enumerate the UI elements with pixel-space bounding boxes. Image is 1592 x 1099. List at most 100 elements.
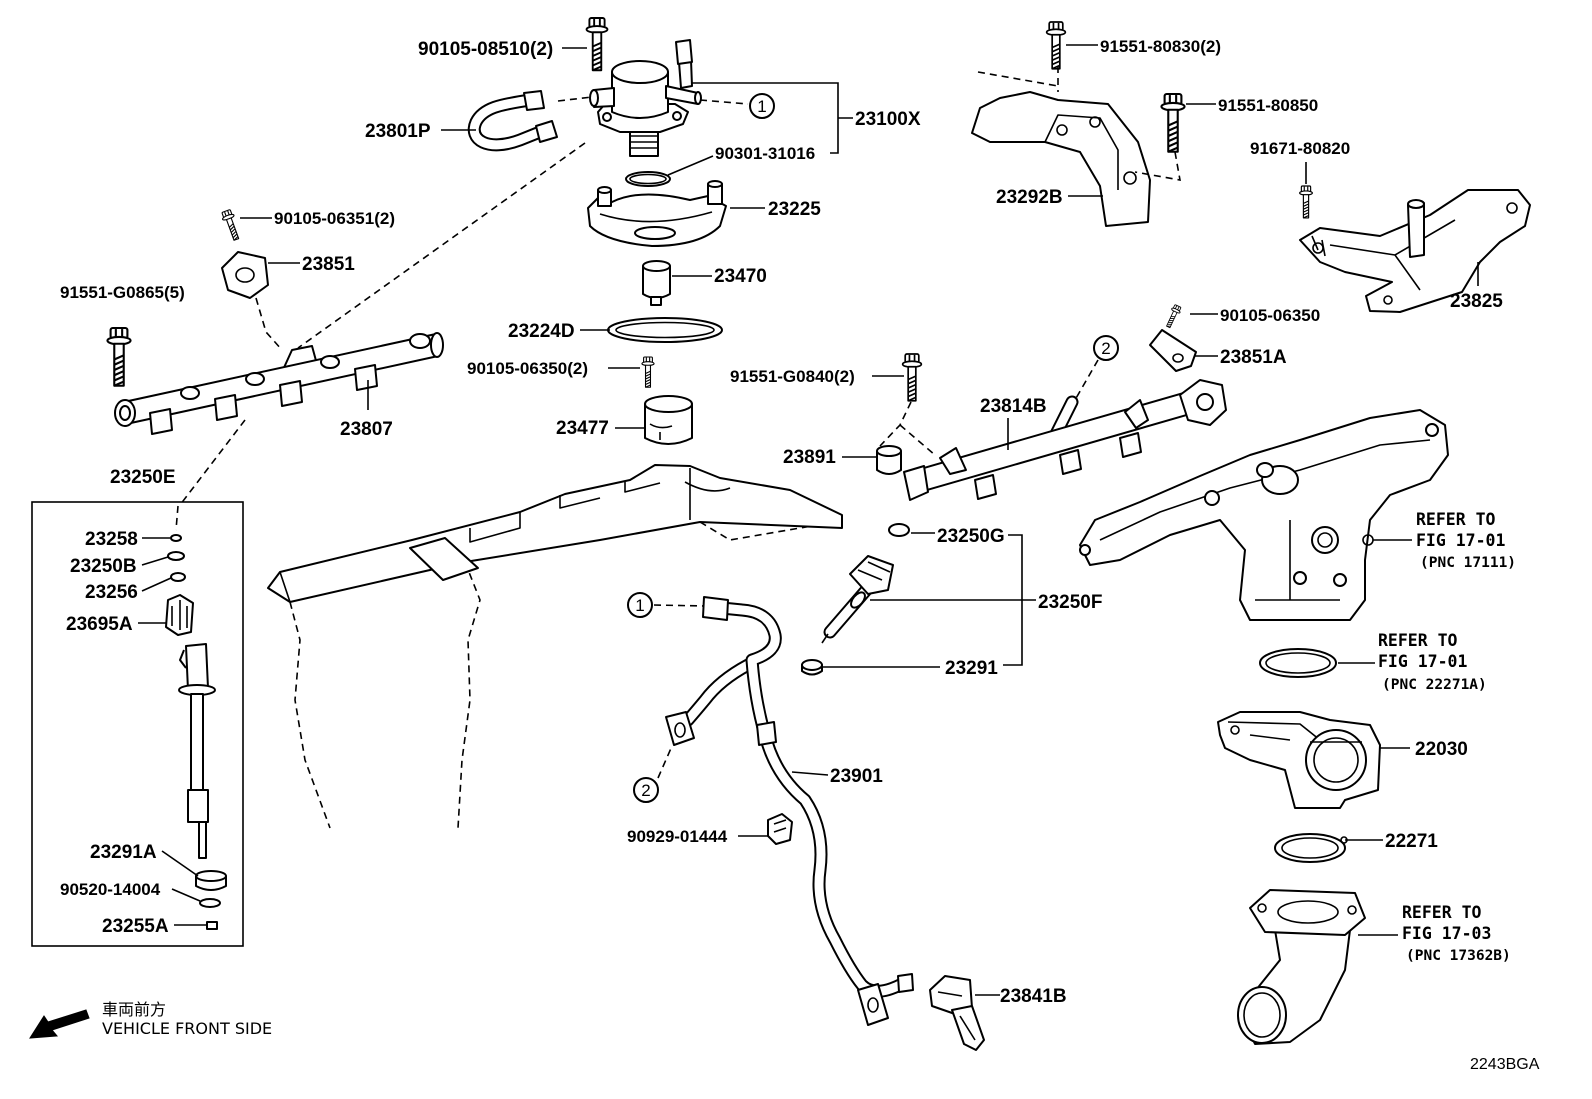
part-labels: 90105-08510(2) 23801P 23100X 90301-31016… <box>60 37 1503 1007</box>
intake-elbow <box>1237 889 1366 1045</box>
label-23258: 23258 <box>85 529 138 550</box>
callout-number: 2 <box>1101 339 1110 358</box>
label-23891: 23891 <box>783 447 836 468</box>
cover-23477 <box>644 395 693 445</box>
front-arrow-icon <box>29 1009 90 1039</box>
label-23292B: 23292B <box>996 187 1063 208</box>
label-23291: 23291 <box>945 658 998 679</box>
label-90105-08510: 90105-08510(2) <box>418 39 553 60</box>
reference-line: (PNC 22271A) <box>1382 677 1487 693</box>
leader-lines <box>138 44 1479 996</box>
reference-note-elbow: REFER TO FIG 17-03 (PNC 17362B) <box>1402 903 1511 964</box>
callout-circle-2-rail: 2 <box>1093 335 1119 361</box>
label-90929-01444: 90929-01444 <box>627 827 728 846</box>
label-23250F: 23250F <box>1038 592 1102 613</box>
label-90105-06350: 90105-06350 <box>1220 306 1320 325</box>
reference-line: FIG 17-01 <box>1416 531 1505 550</box>
gasket-22271A-ref <box>1259 648 1337 678</box>
ring-23291A <box>195 870 227 891</box>
label-23841B: 23841B <box>1000 986 1067 1007</box>
injector-23250F <box>821 555 894 644</box>
reference-line: REFER TO <box>1378 631 1458 650</box>
clamp-90929-01444 <box>767 813 793 845</box>
bracket-23851 <box>221 251 269 299</box>
label-23851: 23851 <box>302 254 355 275</box>
label-23291A: 23291A <box>90 842 157 863</box>
fuel-rail-23807 <box>114 332 444 435</box>
high-pressure-pump <box>589 39 702 157</box>
reference-line: FIG 17-03 <box>1402 924 1491 943</box>
label-91551-G0840: 91551-G0840(2) <box>730 367 855 386</box>
part-23255A <box>206 921 218 930</box>
reference-line: REFER TO <box>1416 510 1496 529</box>
reference-line: REFER TO <box>1402 903 1482 922</box>
engine-head-outline <box>267 464 843 829</box>
reference-line: (PNC 17362B) <box>1406 948 1511 964</box>
reference-note-manifold: REFER TO FIG 17-01 (PNC 17111) <box>1416 510 1516 571</box>
pump-insulator-23225 <box>587 180 727 247</box>
seal-23250B <box>167 551 185 561</box>
callout-number: 2 <box>641 781 650 800</box>
label-23256: 23256 <box>85 582 138 603</box>
direction-note-en: VEHICLE FRONT SIDE <box>102 1019 272 1038</box>
label-23224D: 23224D <box>508 321 575 342</box>
gasket-23224D <box>607 317 723 343</box>
label-91551-G0865: 91551-G0865(5) <box>60 283 185 302</box>
label-90105-06351: 90105-06351(2) <box>274 209 395 228</box>
label-23695A: 23695A <box>66 614 133 635</box>
bracket-23292B <box>971 91 1151 227</box>
label-23225: 23225 <box>768 199 821 220</box>
label-91551-80850: 91551-80850 <box>1218 96 1318 115</box>
label-23255A: 23255A <box>102 916 169 937</box>
label-23801P: 23801P <box>365 121 431 142</box>
oring-23250G <box>888 523 910 537</box>
label-91551-80830: 91551-80830(2) <box>1100 37 1221 56</box>
throttle-body-22030 <box>1217 711 1381 809</box>
label-23477: 23477 <box>556 418 609 439</box>
callout-circle-2-pipe: 2 <box>633 777 659 803</box>
injector-kit-box <box>31 501 244 947</box>
fuel-pipe-23901 <box>665 596 914 1026</box>
seal-23258 <box>170 534 182 542</box>
label-23100X: 23100X <box>855 109 921 130</box>
insulator-23891 <box>876 445 902 475</box>
callout-circle-1-top: 1 <box>749 93 775 119</box>
label-23825: 23825 <box>1450 291 1503 312</box>
label-90301-31016: 90301-31016 <box>715 144 815 163</box>
label-23807: 23807 <box>340 419 393 440</box>
ring-23291 <box>801 659 823 676</box>
callout-number: 1 <box>757 97 766 116</box>
callout-number: 1 <box>635 596 644 615</box>
pump-oring <box>625 171 671 187</box>
label-23814B: 23814B <box>980 396 1047 417</box>
label-90105-06350-2: 90105-06350(2) <box>467 359 588 378</box>
pump-hose-23801P <box>467 90 558 152</box>
diagram-code: 2243BGA <box>1470 1056 1540 1073</box>
label-23250G: 23250G <box>937 526 1005 547</box>
gasket-22271 <box>1274 833 1346 863</box>
dashed-lines <box>179 66 1181 779</box>
bracket-23825 <box>1299 189 1531 313</box>
lifter-23470 <box>642 260 671 306</box>
direction-note-jp: 車両前方 <box>102 1000 166 1019</box>
intake-manifold <box>1079 409 1449 621</box>
label-22030: 22030 <box>1415 739 1468 760</box>
vehicle-front-indicator: 車両前方 VEHICLE FRONT SIDE <box>29 1000 272 1039</box>
injector-23250E <box>178 643 216 859</box>
clip-23695A <box>165 594 194 636</box>
sensor-23841B <box>929 975 985 1051</box>
reference-line: (PNC 17111) <box>1420 555 1516 571</box>
label-91671-80820: 91671-80820 <box>1250 139 1350 158</box>
label-23470: 23470 <box>714 266 767 287</box>
reference-line: FIG 17-01 <box>1378 652 1467 671</box>
label-22271: 22271 <box>1385 831 1438 852</box>
clip-23851A <box>1149 329 1197 372</box>
label-90520-14004: 90520-14004 <box>60 880 161 899</box>
fuel-rail-23814B <box>903 379 1227 501</box>
oring-90520-14004 <box>199 898 221 908</box>
seal-23256 <box>170 572 186 582</box>
label-23901: 23901 <box>830 766 883 787</box>
label-23250E: 23250E <box>110 467 176 488</box>
callout-circle-1-pipe: 1 <box>627 592 653 618</box>
